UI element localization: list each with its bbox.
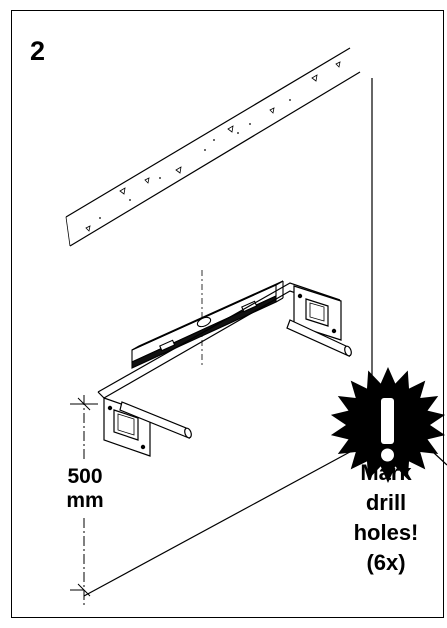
dimension-line [70, 395, 98, 608]
callout-line: drill [365, 490, 407, 515]
step-number: 2 [30, 36, 46, 66]
spirit-level [131, 280, 284, 369]
callout-line: Mark [360, 460, 412, 485]
ceiling-beam [65, 47, 361, 247]
callout-line: (6x) [366, 550, 406, 575]
floor-line-back [83, 439, 373, 597]
rod-right [286, 319, 352, 358]
rod-left [119, 401, 192, 440]
exclamation-burst-icon [330, 367, 446, 483]
panel-border [11, 10, 444, 618]
dimension-unit: mm [66, 489, 104, 512]
dimension-label: 500 mm [50, 465, 120, 513]
callout-text: Mark drill holes! (6x) [330, 458, 442, 578]
callout-line: holes! [353, 520, 419, 545]
dimension-value: 500 [67, 465, 103, 488]
mounting-plate-right [293, 285, 342, 341]
